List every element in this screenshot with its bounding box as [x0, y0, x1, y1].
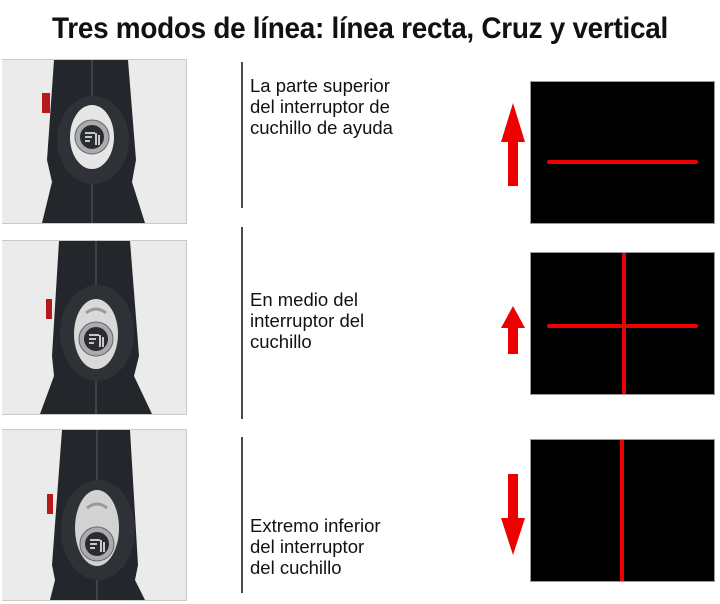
vertical-laser-line	[620, 440, 624, 581]
arrow-down-icon	[501, 474, 525, 555]
arrow-up-icon	[501, 306, 525, 354]
vertical-laser-line	[622, 253, 626, 394]
divider	[241, 437, 243, 593]
laser-projection-vertical	[530, 439, 715, 582]
laser-projection-horizontal	[530, 81, 715, 224]
mode-description: La parte superior del interruptor de cuc…	[250, 75, 393, 138]
laser-level-device-icon	[40, 241, 152, 414]
laser-projection-cross	[530, 252, 715, 395]
device-photo-top-position	[2, 59, 187, 224]
laser-level-device-icon	[42, 60, 145, 223]
laser-level-device-icon	[47, 430, 145, 600]
device-photo-bottom-position	[2, 429, 187, 601]
device-photo-middle-position	[2, 240, 187, 415]
mode-description: En medio del interruptor del cuchillo	[250, 289, 365, 352]
horizontal-laser-line	[547, 160, 698, 164]
page-title: Tres modos de línea: línea recta, Cruz y…	[52, 12, 668, 45]
divider	[241, 227, 243, 419]
divider	[241, 62, 243, 208]
mode-description: Extremo inferior del interruptor del cuc…	[250, 515, 381, 578]
arrow-up-icon	[501, 103, 525, 186]
